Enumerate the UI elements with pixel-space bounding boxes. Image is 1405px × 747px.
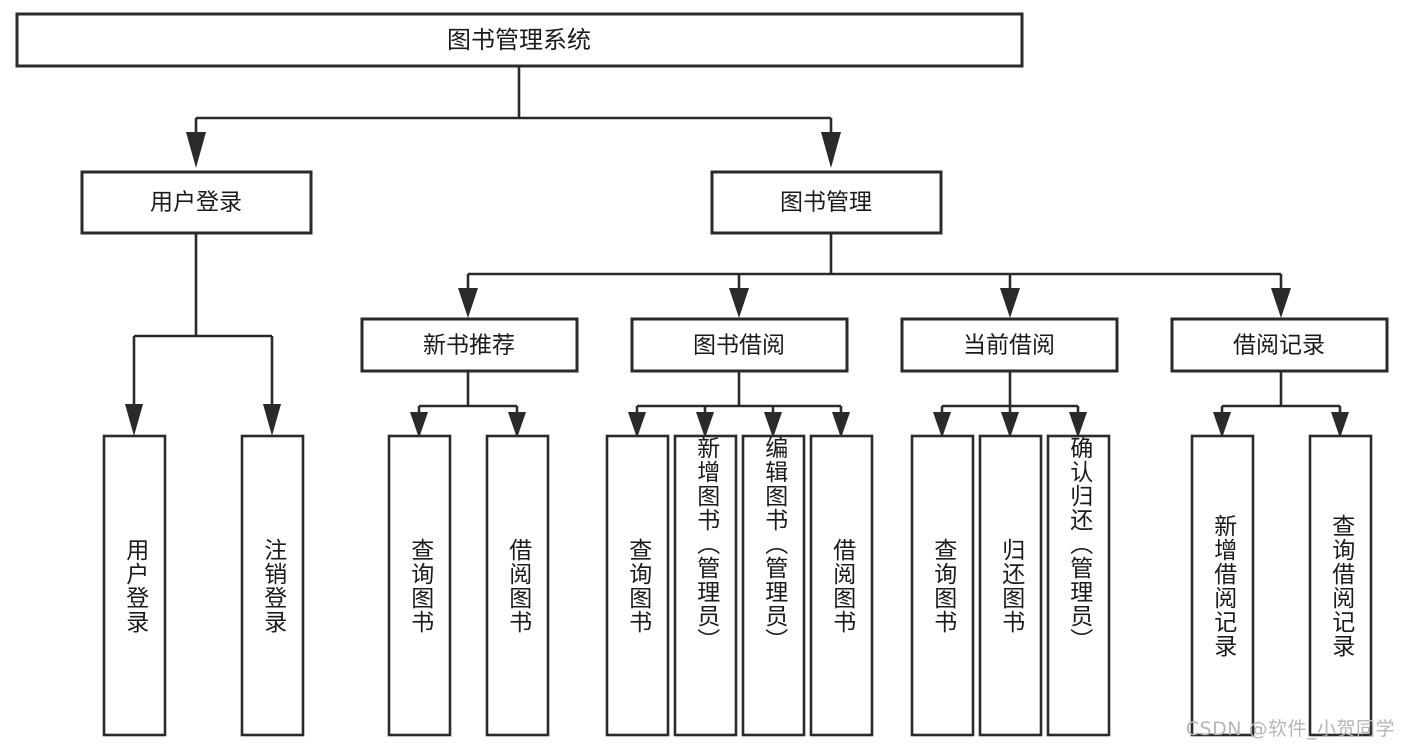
arrow-icon-user-login [186, 132, 206, 168]
node-book-borrow-label: 图书借阅 [693, 333, 785, 359]
arrow-icon-cb-1 [933, 412, 951, 438]
leaf-boxes-current-borrow [910, 434, 1111, 737]
node-current-borrow-box[interactable] [900, 317, 1119, 373]
leaf-box-book-borrow-4[interactable] [809, 434, 874, 737]
arrow-icon-l3-4 [1271, 288, 1291, 318]
leaf-box-current-borrow-1[interactable] [910, 434, 975, 737]
connector-new-book-to-leaves [410, 371, 526, 438]
leaf-box-borrow-records-2[interactable] [1308, 434, 1373, 737]
connector-book-mgmt-to-level3 [458, 233, 1291, 318]
arrow-icon-bb-1 [628, 412, 646, 438]
leaf-boxes-new-book-recommend [387, 434, 550, 737]
node-borrow-records-box[interactable] [1170, 317, 1389, 373]
connector-book-borrow-to-leaves [628, 371, 850, 438]
arrow-icon-l3-2 [729, 288, 749, 318]
leaf-box-book-borrow-2[interactable] [673, 434, 738, 737]
arrow-icon-book-mgmt [821, 132, 841, 168]
leaf-box-book-borrow-1[interactable] [605, 434, 670, 737]
connector-user-login-to-leaves [125, 233, 281, 436]
leaf-box-new-book-1[interactable] [387, 434, 452, 737]
node-root-label: 图书管理系统 [447, 26, 591, 54]
arrow-icon-l3-3 [1000, 288, 1020, 318]
node-user-login-box[interactable] [80, 170, 313, 235]
arrow-icon-bb-2 [696, 412, 714, 438]
leaf-box-borrow-records-1[interactable] [1190, 434, 1255, 737]
leaf-box-book-borrow-3[interactable] [741, 434, 806, 737]
leaf-boxes-user-login [102, 434, 305, 737]
leaf-box-user-login-2[interactable] [240, 434, 305, 737]
node-root[interactable]: 图书管理系统 [15, 12, 1024, 68]
arrow-icon-bb-4 [832, 412, 850, 438]
arrow-icon-ul-1 [125, 404, 143, 436]
leaf-box-new-book-2[interactable] [485, 434, 550, 737]
leaf-boxes-book-borrow [605, 434, 874, 737]
arrow-icon-cb-2 [1001, 412, 1019, 438]
arrow-icon-bb-3 [764, 412, 782, 438]
node-user-login-label: 用户登录 [150, 190, 242, 216]
node-current-borrow[interactable]: 当前借阅 [900, 317, 1119, 373]
node-book-borrow-box[interactable] [630, 317, 849, 373]
node-borrow-records[interactable]: 借阅记录 [1170, 317, 1389, 373]
connector-root-to-level2 [186, 66, 841, 168]
arrow-icon-nb-1 [410, 412, 428, 438]
node-book-borrow[interactable]: 图书借阅 [630, 317, 849, 373]
node-book-management-label: 图书管理 [780, 190, 872, 216]
connector-current-borrow-to-leaves [933, 371, 1087, 438]
leaf-boxes-borrow-records [1190, 434, 1373, 737]
leaf-box-current-borrow-2[interactable] [978, 434, 1043, 737]
node-new-book-recommend-label: 新书推荐 [423, 333, 515, 359]
arrow-icon-cb-3 [1069, 412, 1087, 438]
arrow-icon-br-2 [1331, 412, 1349, 438]
leaf-box-current-borrow-3[interactable] [1046, 434, 1111, 737]
node-new-book-recommend-box[interactable] [360, 317, 579, 373]
arrow-icon-br-1 [1213, 412, 1231, 438]
arrow-icon-ul-2 [263, 404, 281, 436]
node-user-login[interactable]: 用户登录 [80, 170, 313, 235]
node-root-box[interactable] [15, 12, 1024, 68]
connector-borrow-records-to-leaves [1213, 371, 1349, 438]
node-new-book-recommend[interactable]: 新书推荐 [360, 317, 579, 373]
node-current-borrow-label: 当前借阅 [963, 333, 1055, 359]
watermark-text: CSDN @软件_小贺同学 [1185, 718, 1395, 740]
node-book-management[interactable]: 图书管理 [710, 170, 943, 235]
node-borrow-records-label: 借阅记录 [1233, 333, 1325, 359]
node-book-management-box[interactable] [710, 170, 943, 235]
arrow-icon-l3-1 [458, 288, 478, 318]
leaf-box-user-login-1[interactable] [102, 434, 167, 737]
arrow-icon-nb-2 [508, 412, 526, 438]
